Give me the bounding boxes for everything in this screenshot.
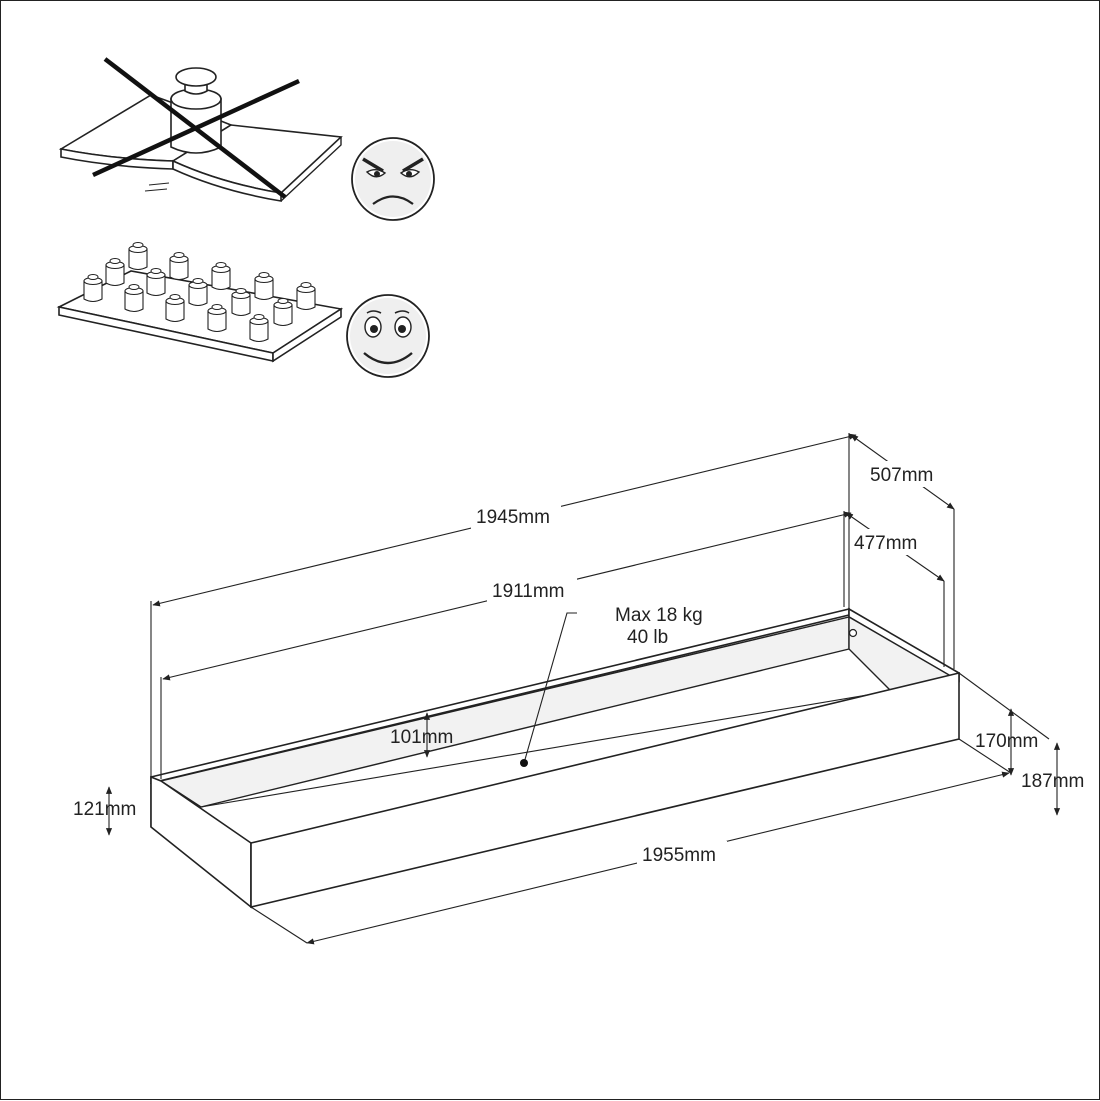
wrong-load-illustration [58,57,343,202]
weight-icon [207,304,227,333]
overall-depth-label: 507mm [870,465,933,486]
happy-face-icon [346,294,430,378]
cross-out-icon [92,57,300,199]
weight-icon [83,274,103,303]
weight-icon [254,272,274,301]
max-load-kg-label: Max 18 kg [615,605,703,626]
weight-icon [188,278,208,307]
dimension-labels: 1945mm 1911mm 507mm 477mm 1955mm 101mm 1… [73,461,1084,867]
correct-load-illustration [56,242,344,363]
heavy-weight-icon [170,67,222,154]
load-leader-line [523,612,577,764]
weight-icon [211,262,231,291]
overall-length-label: 1945mm [476,507,550,528]
small-weights-icon [83,242,316,343]
back-height-label: 101mm [390,727,453,748]
weight-icon [273,298,293,327]
total-height-label: 187mm [1021,771,1084,792]
weight-icon [146,268,166,297]
inner-depth-label: 477mm [854,533,917,554]
weight-icon [169,252,189,281]
weight-icon [165,294,185,323]
front-length-label: 1955mm [642,845,716,866]
inner-length-label: 1911mm [492,581,565,602]
weight-icon [231,288,251,317]
max-load-lb-label: 40 lb [627,627,668,648]
side-height-label: 121mm [73,799,136,820]
weight-icon [105,258,125,287]
weight-icon [124,284,144,313]
load-point-marker [520,759,528,767]
weight-icon [128,242,148,271]
weight-icon [296,282,316,311]
front-height-label: 170mm [975,731,1038,752]
weight-icon [249,314,269,343]
angry-face-icon [351,137,435,221]
